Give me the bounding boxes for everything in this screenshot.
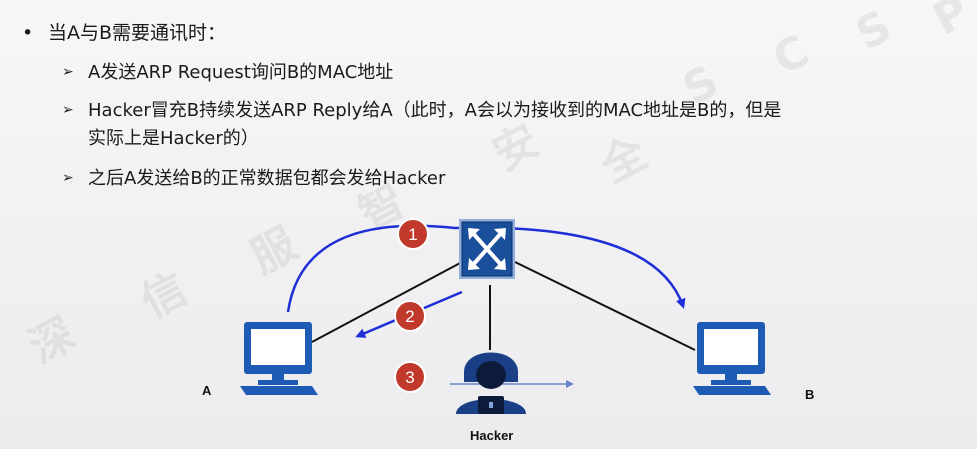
step-3-marker: 3 [394, 361, 426, 393]
bullet-arrow-icon: ➢ [62, 64, 74, 80]
step-1-label: 1 [408, 225, 417, 244]
computer-b-icon [693, 322, 771, 395]
hacker-icon [456, 352, 526, 414]
sub-bullet: ➢ 之后A发送给B的正常数据包都会发给Hacker [62, 164, 445, 193]
step-2-label: 2 [405, 307, 414, 326]
link-switch-host-b [514, 261, 696, 351]
hacker-label: Hacker [470, 428, 514, 443]
sub-bullet-text-continued: 实际上是Hacker的） [88, 128, 259, 149]
link-switch-host-a [311, 261, 463, 343]
host-a-label: A [202, 383, 212, 398]
sub-bullet-text: 之后A发送给B的正常数据包都会发给Hacker [88, 168, 446, 189]
bullet-dot: • [22, 22, 34, 44]
bullet-arrow-icon: ➢ [62, 102, 74, 118]
switch-icon [459, 219, 515, 279]
arp-request-arrow [286, 224, 686, 313]
main-bullet-text: 当A与B需要通讯时： [48, 22, 227, 44]
sub-bullet: ➢ A发送ARP Request询问B的MAC地址 [62, 58, 393, 87]
sub-bullet: ➢ Hacker冒充B持续发送ARP Reply给A（此时，A会以为接收到的MAC… [62, 96, 781, 153]
sub-bullet-text: A发送ARP Request询问B的MAC地址 [88, 62, 394, 83]
bullet-arrow-icon: ➢ [62, 170, 74, 186]
sub-bullet-text: Hacker冒充B持续发送ARP Reply给A（此时，A会以为接收到的MAC地… [88, 100, 782, 121]
host-b-label: B [805, 387, 815, 402]
step-1-marker: 1 [397, 218, 429, 250]
computer-a-icon [240, 322, 318, 395]
step-2-marker: 2 [394, 300, 426, 332]
step-3-label: 3 [405, 368, 414, 387]
main-bullet: • 当A与B需要通讯时： [22, 18, 226, 45]
